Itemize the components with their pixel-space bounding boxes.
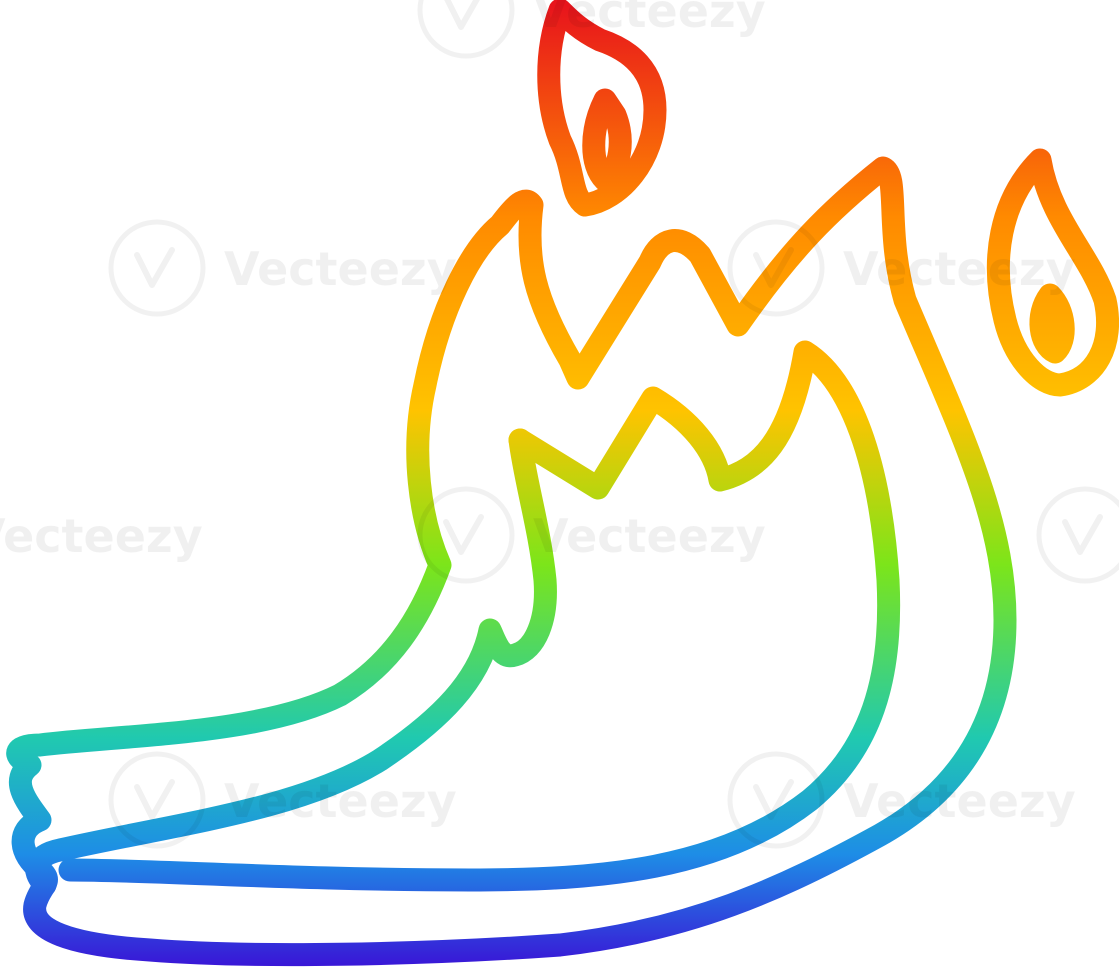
- watermark-text: Vecteezy: [224, 774, 457, 828]
- watermark-text: Vecteezy: [533, 0, 766, 38]
- watermark-text: Vecteezy: [224, 242, 457, 296]
- vecteezy-logo-icon: [417, 0, 515, 59]
- vecteezy-logo-icon: [417, 486, 515, 584]
- vecteezy-logo-icon: [1036, 486, 1119, 584]
- vecteezy-logo-icon: [108, 751, 206, 849]
- watermark-text: Vecteezy: [0, 509, 203, 563]
- watermark-text: Vecteezy: [533, 509, 766, 563]
- vecteezy-logo-icon: [727, 751, 825, 849]
- watermark-text: Vecteezy: [843, 242, 1076, 296]
- vecteezy-logo-icon: [727, 219, 825, 317]
- vecteezy-logo-icon: [108, 219, 206, 317]
- flame-right: [986, 148, 1119, 397]
- pepper-inner-edge: [25, 340, 901, 897]
- flame-top: [537, 0, 667, 217]
- pepper-body: [6, 156, 1017, 967]
- watermark-text: Vecteezy: [843, 774, 1076, 828]
- watermark: Vecteezy Vecteezy Vecteezy Vecteezy Vect…: [0, 0, 1119, 849]
